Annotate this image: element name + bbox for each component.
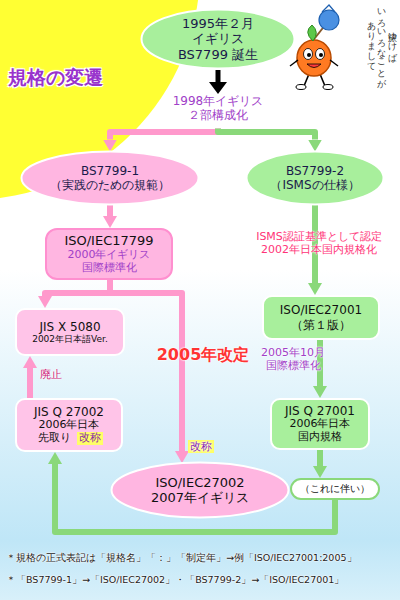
mascot-foot xyxy=(296,85,306,90)
edge-label: 2005年改定 xyxy=(128,345,278,364)
node-text: BS7799-1 （実践のための規範） xyxy=(20,164,200,192)
arrow-shaft xyxy=(216,70,221,83)
node-note: 先取り xyxy=(36,432,73,445)
edge-label: 廃止 xyxy=(37,368,65,381)
flow-arrow xyxy=(107,205,113,217)
mascot-arm xyxy=(290,60,298,66)
standard-ellipse: BS7799-2 （ISMSの仕様） xyxy=(245,150,385,206)
node-heading: JIS Q 27002 xyxy=(17,405,121,419)
mascot-leg xyxy=(304,74,309,86)
standard-ellipse: BS7799-1 （実践のための規範） xyxy=(20,150,200,206)
node-text: 1995年２月 イギリス BS7799 誕生 xyxy=(140,16,296,62)
node-text: ISO/IEC27002 2007年イギリス xyxy=(110,475,290,506)
node-heading: JIS X 5080 xyxy=(17,320,123,334)
mascot-eye xyxy=(316,49,325,60)
mascot-leg xyxy=(320,74,325,86)
node-note: 2000年イギリス 国際標準化 xyxy=(47,249,171,275)
rename-tag: 改称 xyxy=(188,440,214,453)
mascot-bundle-knot xyxy=(322,5,335,12)
flow-arrow xyxy=(27,368,33,398)
mascot-illustration xyxy=(290,5,339,90)
node-note: 2002年日本語Ver. xyxy=(17,334,123,345)
standard-box: JIS X 50802002年日本語Ver. xyxy=(15,308,125,356)
mascot-bundle xyxy=(319,10,339,30)
node-text: ISO/IEC27001 （第１版） xyxy=(264,303,378,331)
flow-arrow xyxy=(45,280,110,296)
standard-box: ISO/IEC177992000年イギリス 国際標準化 xyxy=(45,228,173,280)
standard-box: ISO/IEC27001 （第１版） xyxy=(262,295,380,340)
split-arrow xyxy=(209,70,227,94)
arrow-head xyxy=(209,82,227,94)
standard-box: JIS Q 270022006年日本先取り改称 xyxy=(15,398,123,452)
mascot-foot xyxy=(323,85,333,90)
standard-ellipse: ISO/IEC27002 2007年イギリス xyxy=(110,461,290,519)
node-text: BS7799-2 （ISMSの仕様） xyxy=(245,164,385,192)
origin-ellipse: 1995年２月 イギリス BS7799 誕生 xyxy=(140,8,296,70)
mascot-eye xyxy=(304,49,313,60)
footnote: ＊「BS7799-1」→「ISO/IEC27002」・「BS7799-2」→「I… xyxy=(6,574,398,585)
mascot-speech: 旅ゆけば いろいろなことが ありまして xyxy=(345,3,397,79)
footnote: ＊規格の正式表記は「規格名」「：」「制定年」→例「ISO/IEC27001:20… xyxy=(6,552,398,563)
mascot-pupil xyxy=(319,53,323,57)
mascot-pupil xyxy=(307,53,311,57)
flow-arrow xyxy=(317,450,323,466)
mascot-arm xyxy=(330,60,338,66)
diagram-title: 規格の変遷 xyxy=(8,66,103,89)
edge-label: ISMS認証基準として認定 2002年日本国内規格化 xyxy=(248,230,390,256)
mascot-mouth xyxy=(307,64,321,68)
node-text: （これに伴い） xyxy=(292,483,378,495)
node-note: 2006年日本 国内規格 xyxy=(272,418,368,444)
standard-box: JIS Q 270012006年日本 国内規格 xyxy=(270,398,370,450)
edge-label: 2005年10月 国際標準化 xyxy=(250,346,336,372)
node-note: 2006年日本 xyxy=(17,419,121,432)
note-box: （これに伴い） xyxy=(290,478,380,500)
rename-tag: 改称 xyxy=(77,432,103,445)
node-heading: ISO/IEC17799 xyxy=(47,233,171,248)
event-note: 1998年イギリス ２部構成化 xyxy=(158,94,278,123)
mascot-leaf xyxy=(308,25,317,41)
mascot-body xyxy=(297,40,331,76)
node-heading: JIS Q 27001 xyxy=(272,404,368,418)
